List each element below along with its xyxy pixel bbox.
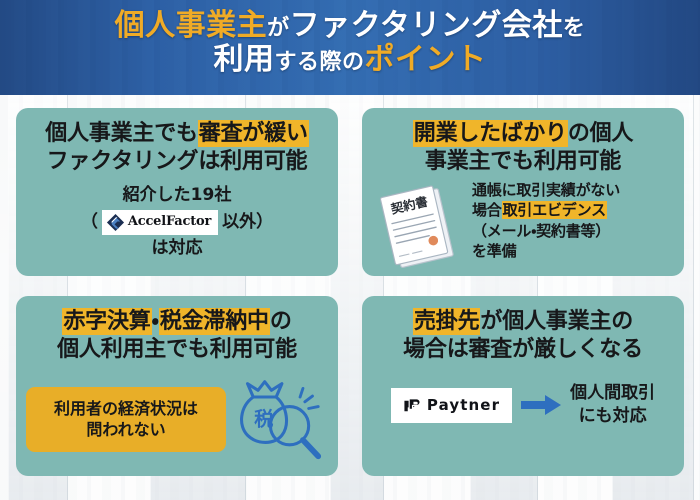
heading-marker: 開業したばかり bbox=[412, 120, 568, 147]
title-part-white: ファクタリング会社 bbox=[289, 8, 563, 43]
heading-text: 場合は審査が厳しくなる bbox=[403, 337, 643, 363]
page-title: 個人事業主がファクタリング会社を 利用する際のポイント bbox=[0, 0, 700, 76]
body-line-2: 場合取引エビデンス bbox=[472, 200, 674, 220]
svg-text:税: 税 bbox=[254, 408, 273, 431]
body-line-2-pre: 場合 bbox=[472, 201, 502, 220]
accelfactor-logo: AccelFactor bbox=[101, 209, 219, 235]
page-title-line-1: 個人事業主がファクタリング会社を bbox=[0, 9, 700, 43]
card-heading: 赤字決算・税金滞納中の 個人利用主でも利用可能 bbox=[26, 308, 328, 364]
title-part-particle: する際の bbox=[274, 49, 365, 75]
body-line-3: （メール・契約書等） bbox=[472, 221, 611, 240]
heading-separator: ・ bbox=[151, 309, 159, 334]
card-screening-lenient: 個人事業主でも審査が緩い ファクタリングは利用可能 紹介した19社 （ Acce… bbox=[16, 108, 338, 276]
right-arrow-icon bbox=[521, 395, 562, 416]
contract-document-icon: 契約書 bbox=[379, 185, 454, 269]
heading-text: 事業主でも利用可能 bbox=[424, 149, 622, 175]
card-heading: 売掛先が個人事業主の 場合は審査が厳しくなる bbox=[372, 308, 674, 364]
body-line-1: 通帳に取引実績がない bbox=[472, 181, 621, 200]
card-body: Paytner 個人間取引 にも対応 bbox=[372, 382, 674, 428]
paytner-mark-icon bbox=[404, 397, 421, 411]
text-after-logo: 以外） bbox=[222, 211, 274, 232]
paren-open: （ bbox=[80, 211, 98, 232]
body-line-support: は対応 bbox=[151, 237, 203, 258]
header-band: 個人事業主がファクタリング会社を 利用する際のポイント bbox=[0, 0, 700, 95]
accelfactor-diamond-icon bbox=[106, 213, 124, 231]
note-line-1: 個人間取引 bbox=[570, 383, 656, 404]
body-line-logo-row: （ AccelFactor 以外） bbox=[26, 209, 328, 235]
note-line-2: にも対応 bbox=[578, 406, 647, 427]
tax-moneybag-magnifier-icon: 税 bbox=[240, 380, 322, 460]
pill-line-1: 利用者の経済状況は bbox=[53, 398, 198, 418]
accelfactor-wordmark: AccelFactor bbox=[127, 214, 212, 230]
heading-marker: 審査が緩い bbox=[197, 120, 309, 147]
status-pill: 利用者の経済状況は 問われない bbox=[26, 386, 226, 452]
card-deficit-tax-arrears: 赤字決算・税金滞納中の 個人利用主でも利用可能 利用者の経済状況は 問われない bbox=[16, 296, 338, 476]
heading-text: 個人事業主でも bbox=[45, 121, 198, 146]
title-part-particle: が bbox=[267, 16, 290, 41]
card-body: 紹介した19社 （ AccelFactor 以外） は対応 bbox=[26, 184, 328, 260]
body-line-companies: 紹介した19社 bbox=[122, 185, 232, 206]
heading-marker: 売掛先 bbox=[412, 308, 481, 335]
heading-text: の bbox=[269, 309, 292, 334]
card-newly-opened-business: 開業したばかりの個人 事業主でも利用可能 契約書 bbox=[362, 108, 684, 276]
card-heading: 個人事業主でも審査が緩い ファクタリングは利用可能 bbox=[26, 120, 328, 176]
paytner-wordmark: Paytner bbox=[426, 396, 501, 415]
card-note: 個人間取引 にも対応 bbox=[570, 382, 655, 428]
heading-marker-1: 赤字決算 bbox=[62, 308, 152, 335]
heading-text: ファクタリングは利用可能 bbox=[46, 149, 308, 175]
card-client-is-individual: 売掛先が個人事業主の 場合は審査が厳しくなる Paytner 個人間取引 にも対… bbox=[362, 296, 684, 476]
heading-text: の個人 bbox=[567, 121, 634, 146]
page-title-line-2: 利用する際のポイント bbox=[0, 41, 700, 77]
heading-marker-2: 税金滞納中 bbox=[158, 308, 270, 335]
heading-text: 個人利用主でも利用可能 bbox=[57, 337, 297, 363]
paytner-logo: Paytner bbox=[390, 387, 513, 423]
title-part-highlight: ポイント bbox=[364, 41, 487, 77]
card-body-text: 通帳に取引実績がない 場合取引エビデンス （メール・契約書等） を準備 bbox=[472, 180, 674, 260]
title-part-particle: を bbox=[562, 16, 586, 41]
card-body: 利用者の経済状況は 問われない 税 bbox=[26, 376, 328, 462]
body-line-4: を準備 bbox=[472, 241, 517, 260]
body-marker: 取引エビデンス bbox=[501, 201, 607, 220]
card-body: 契約書 通帳に取引実績がない 場合取引エビデンス bbox=[372, 180, 674, 274]
title-part-white: 利用 bbox=[213, 41, 275, 77]
title-part-highlight: 個人事業主 bbox=[114, 8, 268, 43]
heading-text: が個人事業主の bbox=[480, 309, 633, 334]
pill-line-2: 問われない bbox=[86, 420, 166, 440]
card-heading: 開業したばかりの個人 事業主でも利用可能 bbox=[372, 120, 674, 176]
